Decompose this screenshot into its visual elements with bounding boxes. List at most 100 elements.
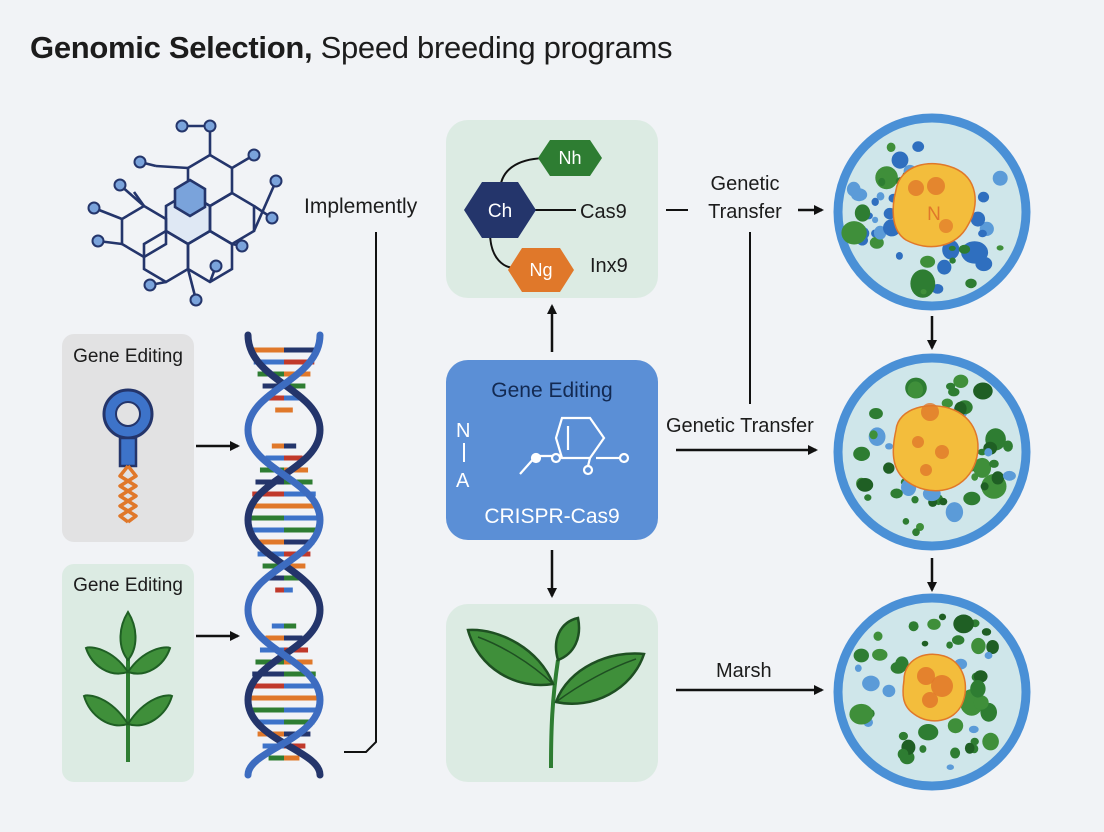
dna-rungs bbox=[250, 347, 318, 761]
cell-middle-nucleolus-a bbox=[921, 403, 939, 421]
organelle bbox=[927, 618, 941, 630]
organelle bbox=[973, 382, 993, 400]
cell-top-nucleolus-a bbox=[908, 180, 924, 196]
organelle bbox=[919, 745, 927, 753]
crispr-structure-icon bbox=[519, 416, 630, 476]
organelle bbox=[977, 448, 987, 456]
crispr-box-caption: CRISPR-Cas9 bbox=[484, 505, 619, 528]
dna-helix bbox=[244, 331, 324, 779]
organelle bbox=[849, 703, 874, 725]
implemently-label: Implemently bbox=[304, 195, 418, 218]
genetic-transfer-middle-label: Genetic Transfer bbox=[666, 415, 814, 437]
organelle bbox=[886, 142, 896, 152]
organelle bbox=[975, 256, 993, 272]
organelle bbox=[986, 640, 999, 654]
crispr-symbol-a: A bbox=[456, 470, 470, 492]
organelle bbox=[946, 641, 953, 649]
organelle bbox=[872, 216, 879, 224]
cell-top-nucleolus-c bbox=[939, 219, 953, 233]
organelle bbox=[941, 398, 953, 408]
organelle bbox=[882, 684, 896, 698]
node-ch-hexagon bbox=[464, 182, 536, 238]
gene-editing-card-gray-label: Gene Editing bbox=[73, 346, 183, 367]
organelle bbox=[989, 459, 999, 468]
organelle bbox=[946, 382, 956, 391]
organelle bbox=[964, 742, 975, 754]
organelle bbox=[973, 670, 988, 683]
organelle bbox=[908, 621, 919, 632]
cell-top: N bbox=[833, 113, 1031, 311]
organelle bbox=[920, 289, 927, 295]
cell-middle-nucleolus-d bbox=[920, 464, 932, 476]
organelle bbox=[897, 748, 909, 760]
organelle bbox=[853, 446, 870, 461]
node-ch-label: Ch bbox=[488, 201, 512, 222]
organelle bbox=[912, 528, 920, 537]
organelle bbox=[895, 656, 909, 672]
organelle bbox=[911, 496, 919, 504]
genetic-transfer-top-line2: Transfer bbox=[708, 201, 782, 223]
organelle bbox=[973, 457, 992, 478]
organelle bbox=[968, 725, 979, 734]
page-title: Genomic Selection, Speed breeding progra… bbox=[30, 30, 672, 66]
organelle bbox=[981, 628, 992, 636]
organelle bbox=[971, 637, 986, 655]
organelle bbox=[947, 718, 964, 734]
cell-bottom-nucleolus-c bbox=[922, 692, 938, 708]
organelle bbox=[873, 631, 883, 641]
organelle bbox=[970, 211, 986, 227]
organelle bbox=[856, 478, 874, 492]
organelle bbox=[965, 278, 977, 289]
cell-bottom-organelles bbox=[849, 613, 999, 770]
title-bold: Genomic Selection, bbox=[30, 30, 313, 65]
cell-middle-nucleolus-b bbox=[912, 436, 924, 448]
organelle bbox=[883, 462, 895, 474]
cas9-label: Cas9 bbox=[580, 201, 627, 223]
organelle bbox=[891, 151, 909, 169]
organelle bbox=[984, 651, 993, 660]
organelle bbox=[980, 482, 989, 491]
organelle bbox=[898, 731, 909, 741]
small-plant-icon bbox=[82, 610, 174, 762]
node-nh-label: Nh bbox=[558, 148, 581, 168]
organelle bbox=[977, 191, 990, 203]
organelle bbox=[973, 695, 989, 710]
inx9-label: Inx9 bbox=[590, 255, 628, 277]
organelle bbox=[872, 648, 888, 661]
organelle bbox=[846, 181, 861, 197]
gene-editing-card-mint-label: Gene Editing bbox=[73, 575, 183, 596]
key-probe-icon bbox=[102, 388, 154, 524]
organelle bbox=[992, 170, 1008, 186]
crispr-symbol-n: N bbox=[456, 420, 470, 442]
cell-top-nucleolus-b bbox=[927, 177, 945, 195]
organelle bbox=[1003, 440, 1013, 452]
organelle bbox=[958, 244, 971, 254]
organelle bbox=[953, 374, 969, 388]
organelle bbox=[869, 430, 878, 440]
cell-middle-nucleolus-c bbox=[935, 445, 949, 459]
organelle bbox=[950, 747, 961, 759]
organelle bbox=[878, 177, 886, 187]
organelle bbox=[920, 255, 936, 268]
node-ng-hexagon bbox=[508, 248, 574, 292]
organelle bbox=[885, 443, 894, 450]
organelle bbox=[952, 635, 965, 645]
genetic-transfer-top-line1: Genetic bbox=[711, 173, 780, 195]
crispr-box bbox=[446, 360, 658, 540]
cell-top-nucleus-label: N bbox=[927, 204, 941, 225]
cell-bottom-nucleolus-a bbox=[917, 667, 935, 685]
node-ng-label: Nɡ bbox=[529, 260, 552, 280]
cell-middle bbox=[833, 353, 1031, 551]
organelle bbox=[854, 664, 862, 672]
node-nh-hexagon bbox=[538, 140, 602, 176]
organelle bbox=[970, 737, 979, 746]
organelle bbox=[864, 494, 872, 501]
organelle bbox=[939, 497, 948, 506]
organelle bbox=[938, 613, 947, 621]
organelle bbox=[949, 257, 956, 264]
organelle bbox=[869, 408, 883, 420]
organelle bbox=[921, 640, 929, 647]
title-regular: Speed breeding programs bbox=[312, 30, 673, 65]
